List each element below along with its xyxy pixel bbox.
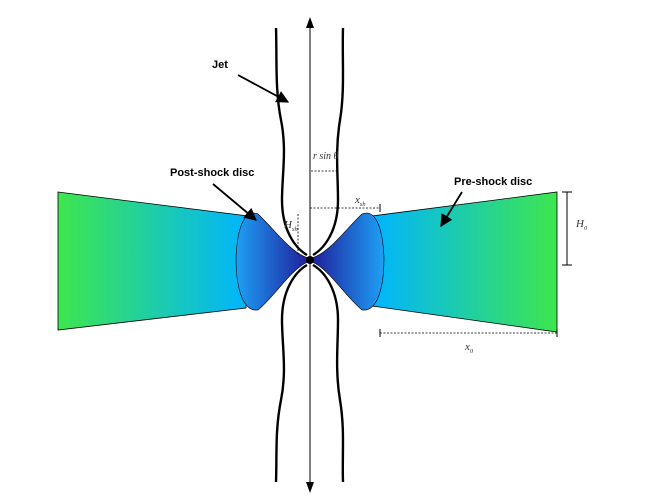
jet-boundary-upper-left — [274, 27, 308, 257]
pre-shock-pointer — [440, 191, 463, 228]
h-sh-label: Hsh — [283, 219, 298, 233]
x-sh-label: xsh — [354, 194, 366, 208]
post-shock-disc-left — [235, 212, 309, 311]
jet-axis-arrow-up — [306, 17, 314, 28]
jet-axis-arrow-down — [306, 482, 314, 493]
post-shock-pointer — [212, 183, 257, 221]
r-sin-theta-label: r sin θ — [313, 151, 339, 162]
jet-label: Jet — [212, 59, 228, 71]
jet-pointer — [237, 74, 290, 103]
pre-shock-disc-label: Pre-shock disc — [454, 176, 532, 188]
post-shock-disc-label: Post-shock disc — [170, 167, 254, 179]
pre-shock-disc-left — [57, 191, 249, 331]
jet-boundary-lower-left — [274, 263, 308, 483]
h0-label: H0 — [575, 218, 588, 232]
pre-shock-disc-right — [371, 191, 558, 333]
jet-boundary-upper-right — [312, 27, 345, 257]
jet-boundary-lower-right — [312, 263, 345, 483]
x0-label: x0 — [464, 341, 474, 355]
post-shock-disc-right — [311, 212, 385, 311]
